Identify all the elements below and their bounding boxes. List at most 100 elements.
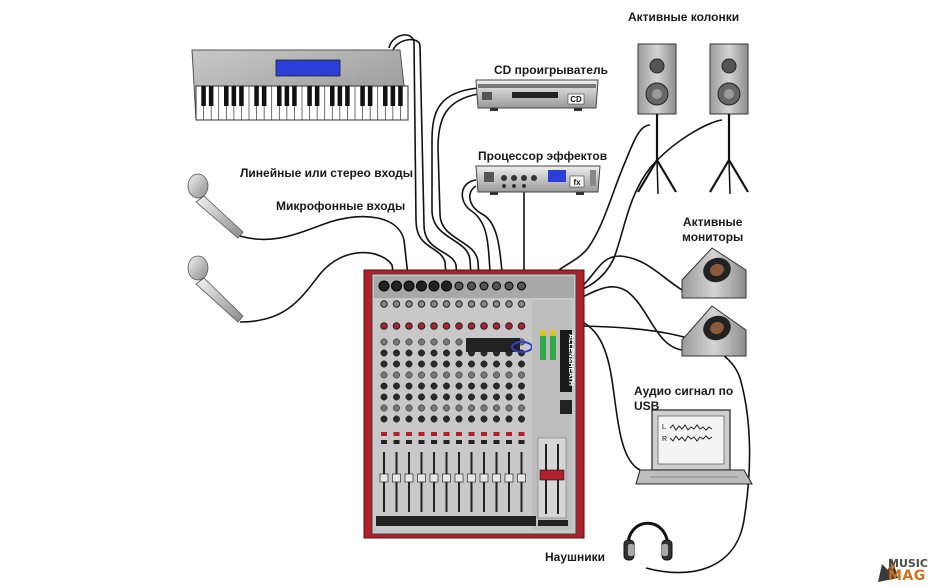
master-fader-cap (539, 469, 565, 481)
gain-knob (480, 322, 488, 330)
trim-knob (455, 300, 463, 308)
eq-knob (518, 393, 525, 401)
black-key (307, 86, 312, 106)
fader-cap (517, 473, 526, 483)
eq-knob (430, 338, 438, 346)
pfl-button (506, 440, 512, 444)
pfl-button (456, 440, 462, 444)
eq-knob (393, 360, 400, 368)
eq-knob (505, 404, 513, 412)
cable-keyboard-r (392, 38, 459, 293)
line-input (504, 281, 514, 291)
mixer-display (466, 338, 520, 352)
fader-cap (442, 473, 451, 483)
eq-knob (405, 382, 413, 390)
mute-button (506, 432, 512, 436)
mute-button (381, 432, 387, 436)
fader-cap (479, 473, 489, 483)
waveform-l (669, 424, 713, 431)
eq-knob (468, 415, 475, 423)
eq-knob (480, 382, 488, 390)
gain-knob (380, 322, 388, 330)
pfl-button (493, 440, 500, 444)
eq-knob (443, 349, 450, 357)
eq-knob (418, 404, 425, 412)
pfl-button (406, 440, 412, 444)
fader-cap (504, 473, 514, 483)
eq-knob (443, 393, 450, 401)
fader-cap (454, 473, 464, 483)
eq-knob (380, 349, 388, 357)
cable-mic-1 (239, 215, 409, 277)
cd-badge (567, 93, 585, 105)
label-line-inputs: Линейные или стерео входы (240, 166, 413, 180)
eq-knob (505, 382, 513, 390)
eq-knob (518, 404, 525, 412)
mixer-channels (378, 280, 526, 512)
eq-knob (443, 338, 450, 346)
eq-knob (418, 349, 425, 357)
mixer-brand-plate (560, 330, 572, 392)
trim-knob (430, 300, 438, 308)
eq-knob (468, 371, 475, 379)
black-key (254, 86, 259, 106)
laptop-l-label: L (662, 424, 666, 431)
label-usb-audio: Аудио сигнал по USB (634, 384, 734, 413)
xlr-input (378, 280, 390, 292)
fx-badge (569, 175, 585, 188)
eq-knob (380, 382, 388, 390)
fx-display (548, 170, 566, 182)
trim-knob (505, 300, 513, 308)
eq-knob (430, 393, 438, 401)
black-key (337, 86, 343, 106)
eq-knob (418, 393, 425, 401)
eq-knob (418, 371, 425, 379)
black-key (277, 86, 282, 106)
black-key (390, 86, 396, 106)
mute-button (468, 432, 475, 436)
eq-knob (480, 393, 488, 401)
trim-knob (517, 300, 526, 308)
eq-knob (505, 415, 513, 423)
eq-knob (455, 360, 463, 368)
cable-speaker-r (561, 119, 723, 296)
eq-knob (468, 382, 475, 390)
watermark-line2: MAG (888, 568, 926, 584)
eq-knob (493, 393, 500, 401)
keyboard-keys (195, 86, 409, 120)
eq-knob (455, 415, 463, 423)
eq-knob (505, 393, 513, 401)
eq-knob (493, 360, 500, 368)
eq-knob (405, 393, 413, 401)
label-active-monitors: Активные мониторы (682, 215, 744, 244)
cable-fx-a (461, 179, 493, 293)
eq-knob (418, 338, 425, 346)
eq-knob (405, 338, 413, 346)
line-input (479, 281, 489, 291)
eq-knob (480, 371, 488, 379)
cable-monitor-1 (565, 255, 683, 299)
cable-monitor-2 (565, 286, 683, 351)
pfl-button (443, 440, 450, 444)
pfl-button (481, 440, 487, 444)
eq-knob (443, 382, 450, 390)
gain-knob (492, 322, 501, 330)
fader-cap (379, 473, 389, 483)
cable-keyboard-l (388, 34, 448, 291)
eq-knob (380, 360, 388, 368)
watermark-line1: MUSIC (888, 557, 928, 570)
keyboard-display (275, 59, 341, 77)
eq-knob (468, 393, 475, 401)
xlr-input (441, 280, 452, 292)
mute-button (393, 432, 400, 436)
gain-knob (505, 322, 513, 330)
eq-knob (380, 404, 388, 412)
trim-knob (467, 300, 476, 308)
eq-knob (518, 371, 525, 379)
eq-knob (493, 404, 500, 412)
black-key (208, 86, 214, 106)
eq-knob (455, 382, 463, 390)
eq-knob (393, 415, 400, 423)
gain-knob (430, 322, 438, 330)
fader-cap (404, 473, 414, 483)
